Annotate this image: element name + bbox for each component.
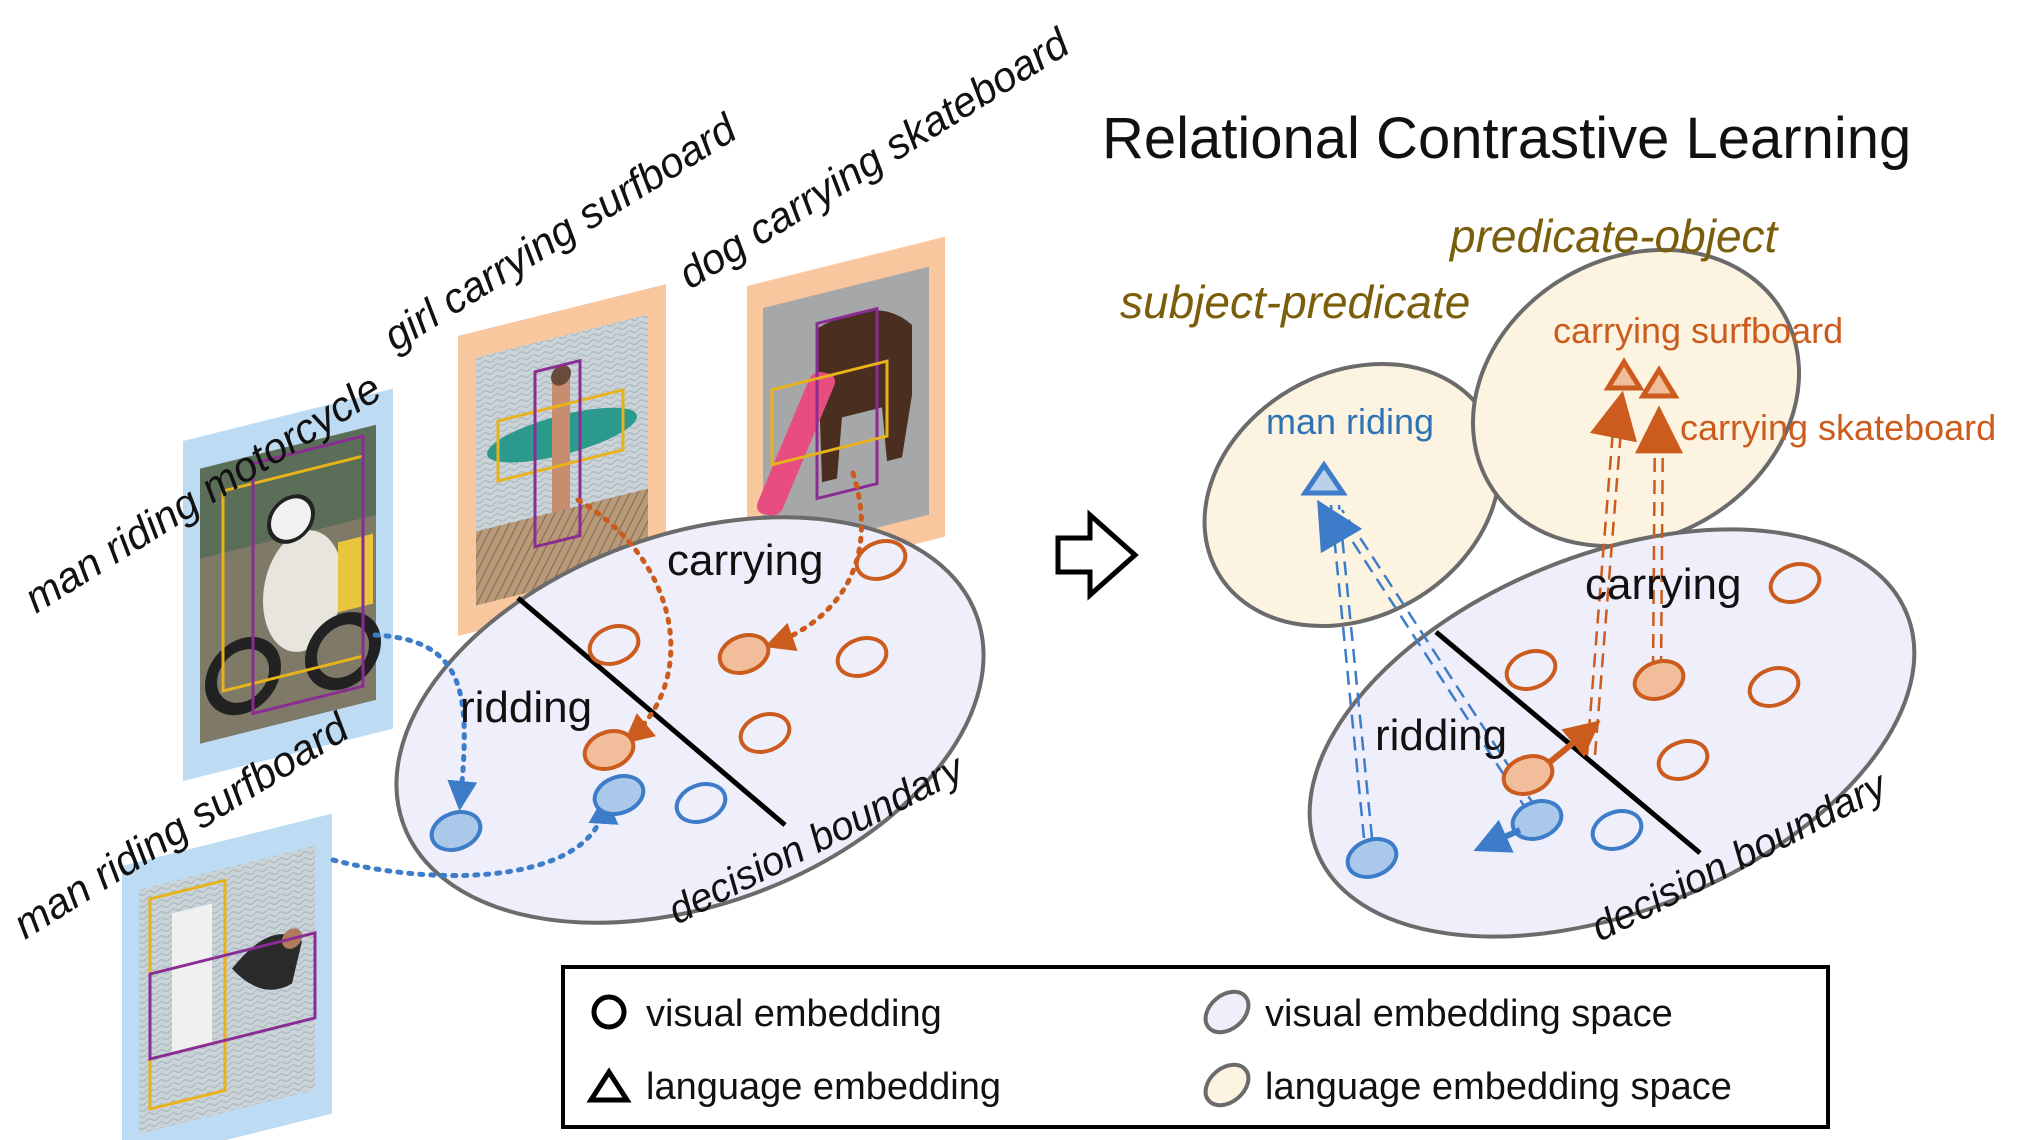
- label-carrying-surfboard: carrying surfboard: [1553, 310, 1843, 351]
- right-label-carrying: carrying: [1585, 560, 1742, 609]
- left-orange-embedding: [582, 729, 636, 771]
- right-orange-embedding: [1504, 649, 1558, 691]
- left-decision-boundary-line: [516, 596, 787, 827]
- legend-visual-embedding: visual embedding: [646, 993, 942, 1035]
- left-blue-embedding: [674, 782, 728, 824]
- right-blue-embedding: [1345, 837, 1399, 879]
- legend-visual-space: visual embedding space: [1265, 993, 1673, 1035]
- triangle-man-riding: [1300, 460, 1348, 496]
- image-man-riding-motorcycle: [183, 388, 393, 781]
- left-orange-embedding: [717, 633, 771, 675]
- legend-box: [561, 965, 1830, 1129]
- page-title: Relational Contrastive Learning: [1102, 106, 1911, 171]
- right-label-ridding: ridding: [1375, 711, 1507, 760]
- left-orange-embedding: [854, 539, 908, 581]
- right-link-carrying-skateboard: [1651, 419, 1665, 671]
- right-visual-embedding-space: [1307, 527, 1917, 939]
- image-girl-carrying-surfboard: [458, 284, 666, 636]
- label-carrying-skateboard: carrying skateboard: [1680, 407, 1996, 448]
- left-blue-embedding: [429, 810, 483, 852]
- language-space-icon: [1203, 1062, 1251, 1108]
- triangle-carrying-surfboard: [1603, 357, 1645, 391]
- right-arrow-icon: [1055, 509, 1139, 601]
- right-arrow-up-orange-1: [1589, 390, 1638, 443]
- right-orange-embedding: [1768, 562, 1822, 604]
- triangle-icon: [586, 1067, 632, 1103]
- legend: visual embedding language embedding visu…: [561, 965, 1830, 1129]
- right-orange-embedding: [1747, 666, 1801, 708]
- left-arrow-girl: [575, 497, 674, 744]
- legend-language-embedding: language embedding: [646, 1066, 1001, 1108]
- left-arrow-surfboard-man: [330, 794, 619, 879]
- right-link-man-riding-2: [1332, 509, 1538, 813]
- left-arrow-dog: [764, 470, 864, 652]
- label-subject-predicate: subject-predicate: [1120, 276, 1470, 328]
- right-blue-embedding: [1590, 809, 1644, 851]
- right-orange-embedding: [1656, 739, 1710, 781]
- left-label-carrying: carrying: [667, 536, 824, 585]
- right-orange-embedding: [1501, 754, 1555, 796]
- circle-icon: [591, 994, 627, 1030]
- right-push-arrow-orange: [1548, 720, 1601, 765]
- left-blue-embedding: [592, 774, 646, 816]
- triangle-carrying-skateboard: [1638, 365, 1680, 399]
- left-orange-embedding: [738, 712, 792, 754]
- legend-language-space: language embedding space: [1265, 1066, 1732, 1108]
- right-arrow-up-blue: [1317, 499, 1363, 554]
- label-man-riding: man riding: [1266, 401, 1434, 442]
- right-link-carrying-surfboard: [1585, 404, 1625, 756]
- right-orange-embedding: [1632, 659, 1686, 701]
- image-man-riding-surfboard: [122, 813, 332, 1140]
- right-link-man-riding-1: [1329, 504, 1374, 839]
- visual-space-icon: [1203, 989, 1251, 1035]
- left-orange-embedding: [587, 624, 641, 666]
- right-push-arrow-blue: [1473, 819, 1522, 853]
- label-predicate-object: predicate-object: [1448, 210, 1780, 262]
- left-arrow-motorcycle: [372, 632, 478, 811]
- left-label-ridding: ridding: [460, 683, 592, 732]
- image-dog-carrying-skateboard: [747, 236, 945, 586]
- left-orange-embedding: [835, 636, 889, 678]
